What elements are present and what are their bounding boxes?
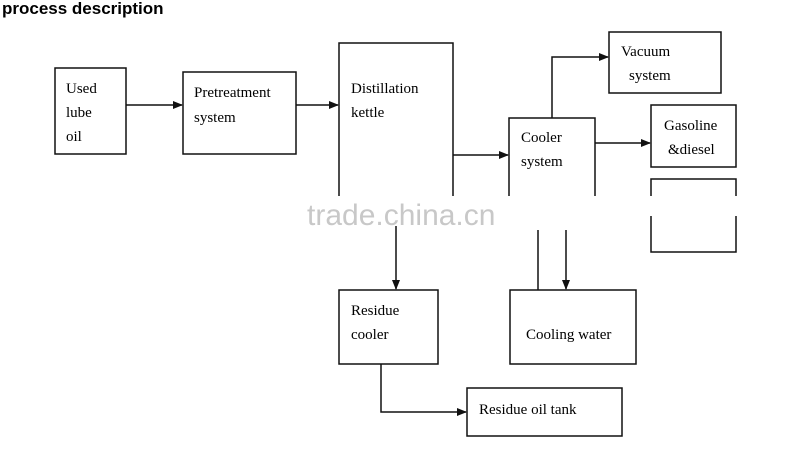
node-gasoline-diesel: Gasoline &diesel: [650, 104, 737, 168]
node-label-line: Gasoline: [664, 118, 718, 134]
node-label-line: kettle: [351, 105, 385, 121]
node-label-line: cooler: [351, 327, 388, 343]
svg-text:Residue oil tank: Residue oil tank: [479, 402, 577, 418]
svg-text:Pretreatment: Pretreatment: [194, 85, 271, 101]
node-label-line: lube: [66, 105, 92, 121]
svg-text:Residue: Residue: [351, 303, 400, 319]
svg-text:lube: lube: [66, 105, 92, 121]
node-blank: [650, 178, 737, 253]
node-label-line: &diesel: [668, 142, 715, 158]
node-distillation-kettle: Distillation kettle: [338, 42, 454, 196]
svg-text:Used: Used: [66, 81, 97, 97]
svg-text:Gasoline: Gasoline: [664, 118, 718, 134]
svg-text:kettle: kettle: [351, 105, 385, 121]
node-used-lube-oil: Used lube oil: [54, 67, 127, 155]
watermark-text: trade.china.cn: [307, 199, 495, 232]
node-label-line: Vacuum: [621, 44, 670, 60]
edge-residue-cooler-to-tank: [380, 364, 467, 416]
node-label-line: system: [194, 110, 236, 126]
node-residue-oil-tank: Residue oil tank: [466, 387, 623, 437]
node-label-line: system: [521, 154, 563, 170]
node-label-line: Cooling water: [526, 327, 611, 343]
svg-text:&diesel: &diesel: [668, 142, 715, 158]
edge-cooler-to-vacuum: [551, 53, 609, 118]
node-label-line: Used: [66, 81, 97, 97]
node-label-line: Pretreatment: [194, 85, 271, 101]
node-label-line: Residue oil tank: [479, 402, 577, 418]
svg-text:Cooler: Cooler: [521, 130, 562, 146]
node-residue-cooler: Residue cooler: [338, 289, 439, 365]
node-label-line: Residue: [351, 303, 400, 319]
node-cooler-system: Cooler system: [508, 117, 596, 196]
svg-text:Vacuum: Vacuum: [621, 44, 670, 60]
page-title: process description: [2, 0, 164, 18]
svg-text:cooler: cooler: [351, 327, 388, 343]
svg-text:oil: oil: [66, 129, 82, 145]
node-cooling-water: Cooling water: [509, 289, 637, 365]
svg-text:system: system: [194, 110, 236, 126]
svg-text:system: system: [629, 68, 671, 84]
node-label-line: Cooler: [521, 130, 562, 146]
svg-text:Cooling water: Cooling water: [526, 327, 611, 343]
svg-text:Distillation: Distillation: [351, 81, 419, 97]
node-label-line: Distillation: [351, 81, 419, 97]
node-pretreatment-system: Pretreatment system: [182, 71, 297, 155]
node-vacuum-system: Vacuum system: [608, 31, 722, 94]
node-label-line: oil: [66, 129, 82, 145]
node-label-line: system: [629, 68, 671, 84]
svg-text:system: system: [521, 154, 563, 170]
